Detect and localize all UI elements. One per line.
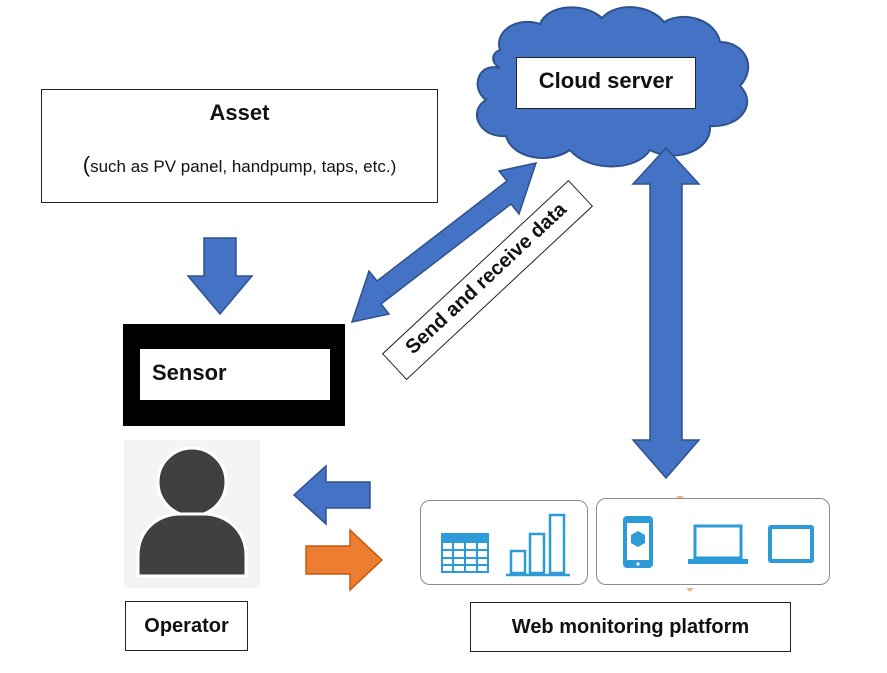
- cloud-server-label-box: Cloud server: [516, 57, 696, 109]
- asset-title: Asset: [209, 100, 270, 125]
- asset-to-sensor-arrow: [186, 237, 254, 316]
- platform-label: Web monitoring platform: [511, 616, 750, 638]
- smartphone-icon: [623, 516, 653, 568]
- operator-label-box: Operator: [125, 601, 248, 651]
- operator-to-platform-arrow: [305, 528, 384, 592]
- tablet-icon: [768, 525, 814, 563]
- panel-marker-bottom: [686, 588, 694, 592]
- operator-label: Operator: [144, 615, 229, 637]
- asset-subtitle-text: such as PV panel, handpump, taps, etc.): [90, 157, 397, 176]
- asset-subtitle: (such as PV panel, handpump, taps, etc.): [42, 152, 437, 178]
- asset-subtitle-paren: (: [82, 152, 91, 177]
- bar-chart-icon: [506, 513, 570, 577]
- person-icon: [136, 446, 248, 578]
- sensor-cloud-double-arrow: [350, 161, 538, 324]
- platform-to-operator-arrow: [292, 464, 371, 526]
- sensor-label: Sensor: [152, 360, 227, 385]
- cloud-platform-double-arrow: [631, 146, 701, 480]
- platform-label-box: Web monitoring platform: [470, 602, 791, 652]
- cloud-server-label: Cloud server: [538, 68, 674, 93]
- laptop-icon: [688, 524, 748, 564]
- asset-box: Asset (such as PV panel, handpump, taps,…: [41, 89, 438, 203]
- sensor-box: Sensor: [123, 324, 345, 426]
- sensor-label-box: Sensor: [140, 349, 330, 400]
- table-icon: [441, 533, 489, 573]
